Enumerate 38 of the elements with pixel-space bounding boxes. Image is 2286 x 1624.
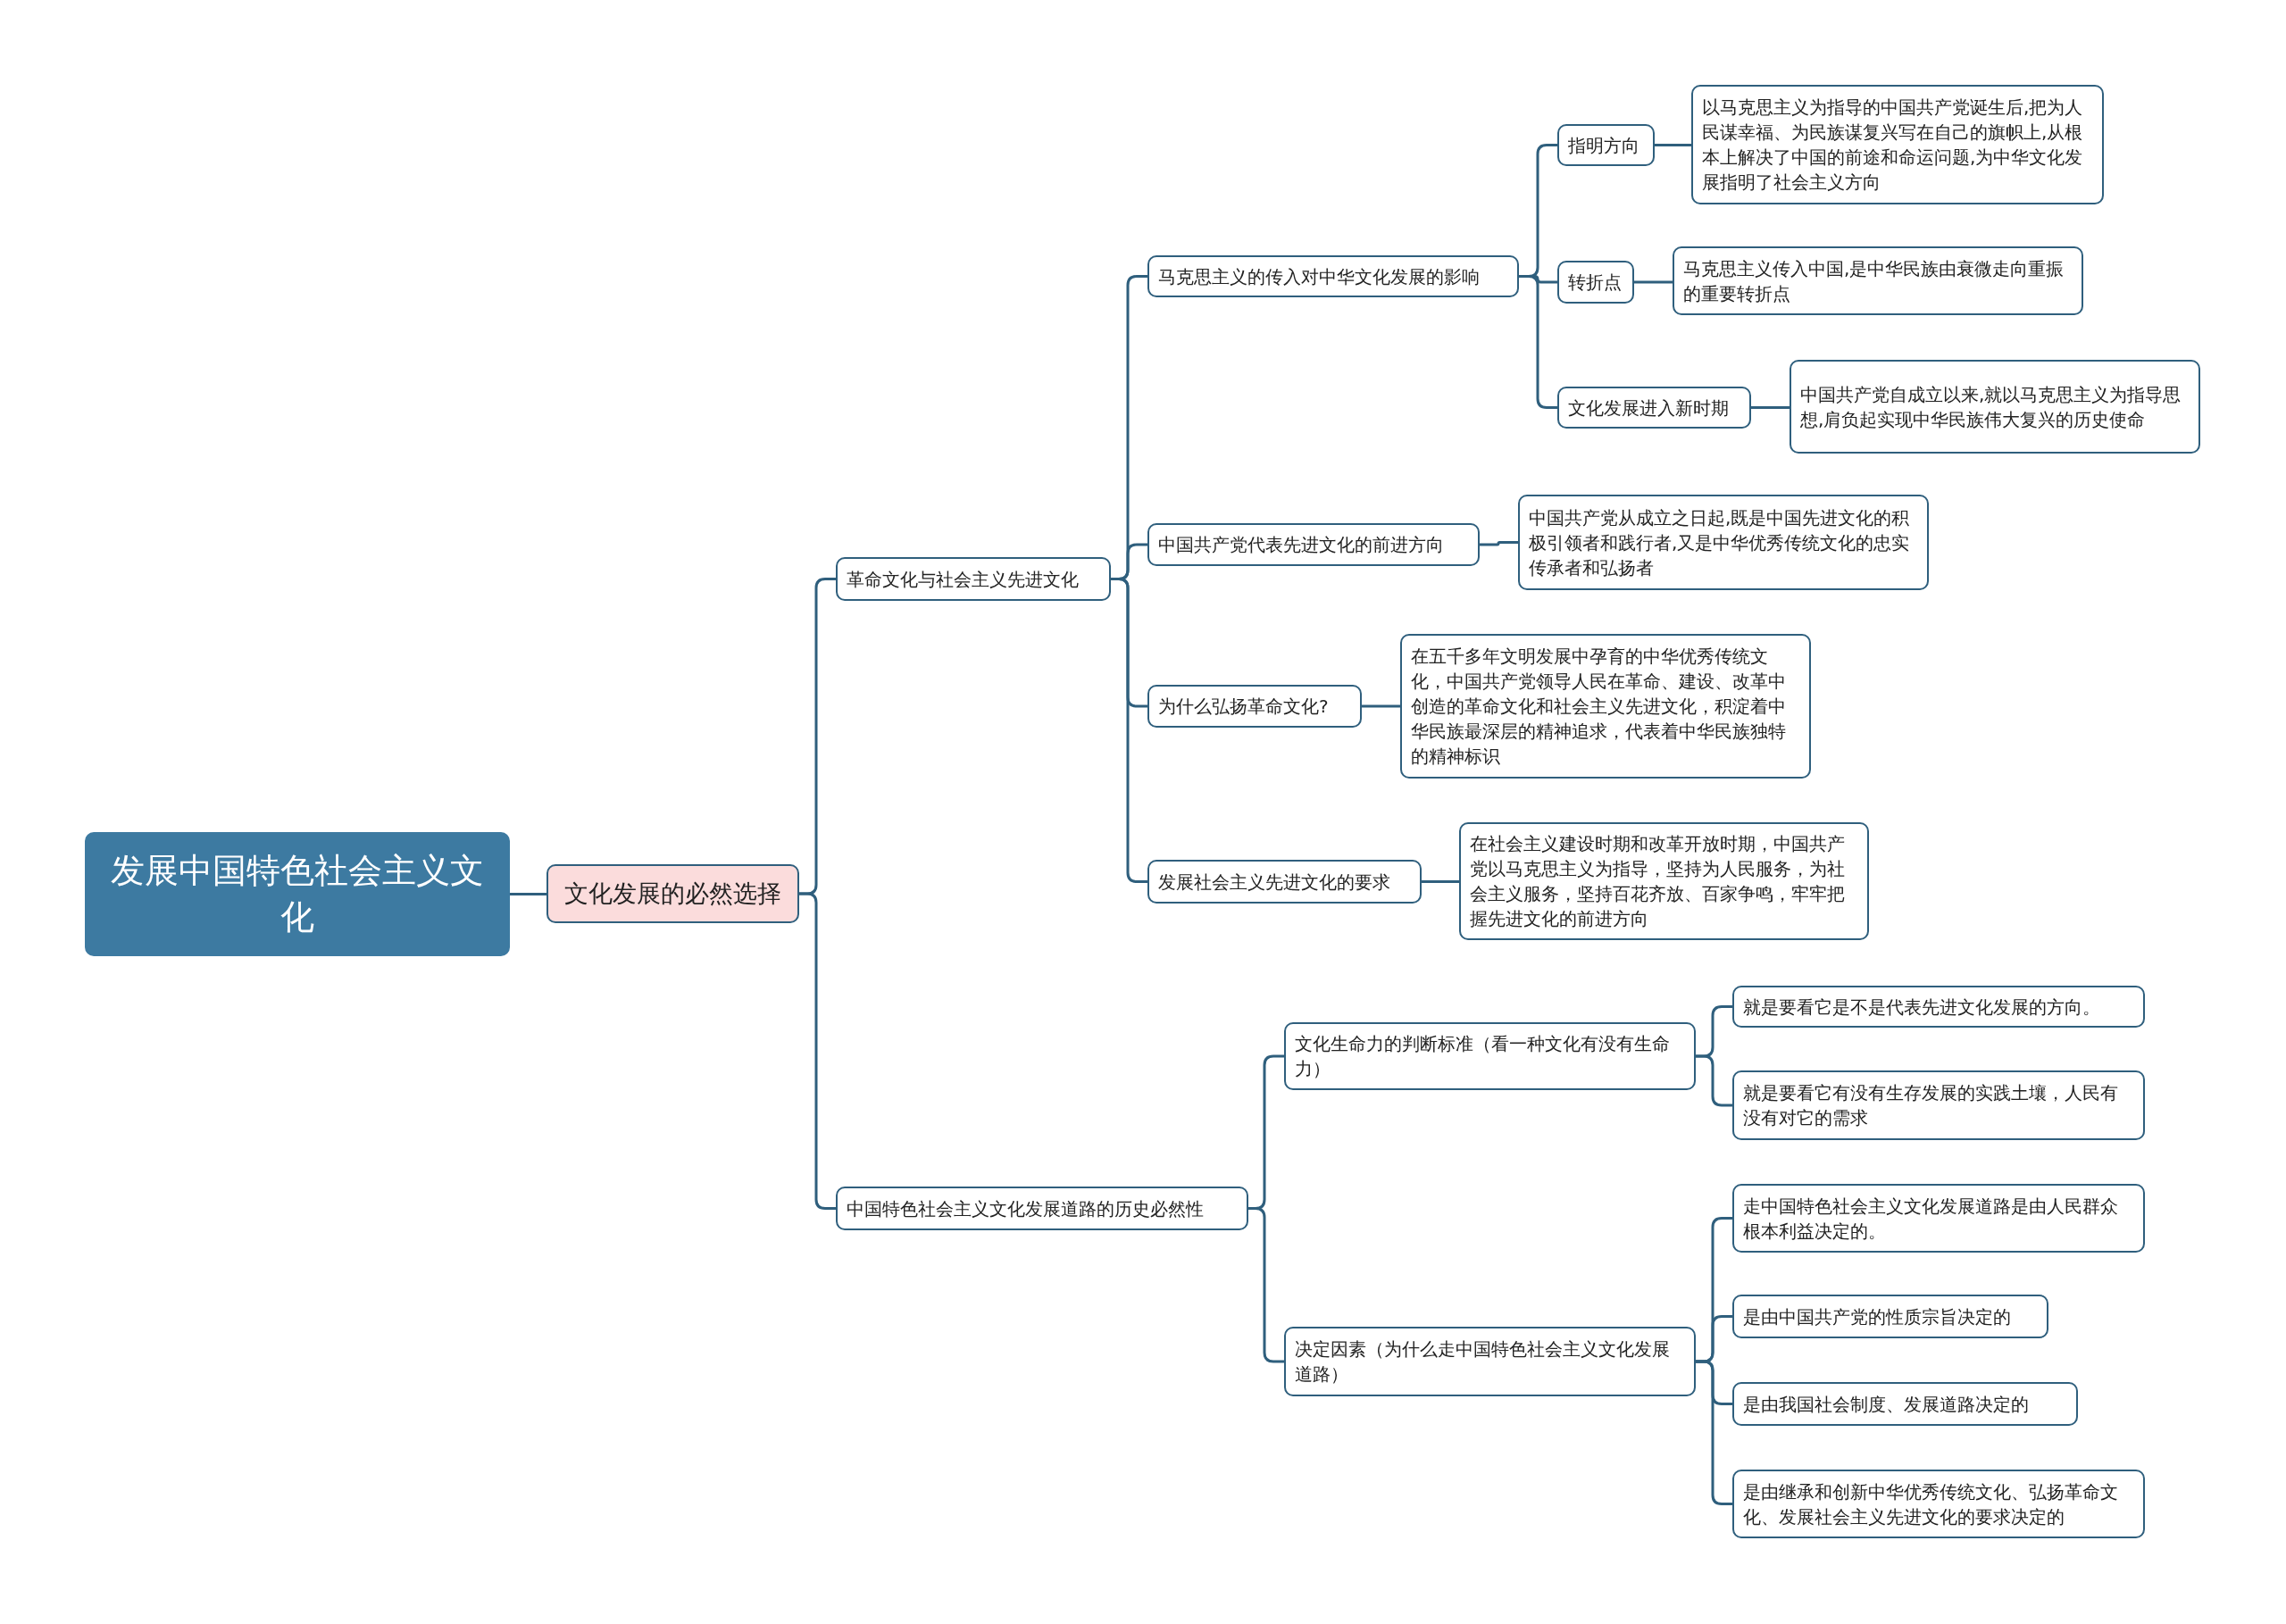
connector — [1362, 704, 1400, 708]
connector — [1111, 578, 1147, 883]
topic-box: 是由继承和创新中华优秀传统文化、弘扬革命文化、发展社会主义先进文化的要求决定的 — [1732, 1470, 2145, 1538]
connector — [1480, 541, 1518, 546]
connector — [1519, 275, 1557, 409]
connector — [1751, 406, 1790, 409]
topic-box: 革命文化与社会主义先进文化 — [836, 557, 1111, 601]
topic-box: 在社会主义建设时期和改革开放时期，中国共产党以马克思主义为指导，坚持为人民服务，为社会主义服务，坚持百花齐放、百家争鸣，牢牢把握先进文化的前进方向 — [1459, 822, 1869, 940]
connector — [1634, 280, 1673, 284]
topic-box: 就是要看它有没有生存发展的实践土壤，人民有没有对它的需求 — [1732, 1070, 2145, 1140]
topic-box: 文化发展进入新时期 — [1557, 387, 1751, 429]
topic-box: 文化发展的必然选择 — [546, 864, 799, 923]
connector — [1655, 144, 1691, 146]
topic-box: 决定因素（为什么走中国特色社会主义文化发展道路） — [1284, 1327, 1696, 1396]
connector — [1696, 1054, 1732, 1107]
topic-box: 中国特色社会主义文化发展道路的历史必然性 — [836, 1187, 1248, 1230]
topic-box: 中国共产党代表先进文化的前进方向 — [1147, 523, 1480, 566]
topic-box: 走中国特色社会主义文化发展道路是由人民群众根本利益决定的。 — [1732, 1184, 2145, 1253]
topic-box: 马克思主义的传入对中华文化发展的影响 — [1147, 255, 1519, 297]
topic-box: 是由中国共产党的性质宗旨决定的 — [1732, 1295, 2048, 1338]
connector — [1422, 880, 1459, 883]
topic-box: 转折点 — [1557, 261, 1634, 304]
root-topic-box: 发展中国特色社会主义文化 — [85, 832, 510, 956]
topic-box: 在五千多年文明发展中孕育的中华优秀传统文化，中国共产党领导人民在革命、建设、改革中创造的革命文化和社会主义先进文化，积淀着中华民族最深层的精神追求，代表着中华民族独特的精神标识 — [1400, 634, 1811, 779]
topic-box: 就是要看它是不是代表先进文化发展的方向。 — [1732, 986, 2145, 1028]
topic-box: 发展社会主义先进文化的要求 — [1147, 860, 1422, 904]
connector — [799, 892, 836, 1210]
topic-box: 为什么弘扬革命文化? — [1147, 685, 1362, 728]
topic-box: 以马克思主义为指导的中国共产党诞生后,把为人民谋幸福、为民族谋复兴写在自己的旗帜上,从根本上解决了中国的前途和命运问题,为中华文化发展指明了社会主义方向 — [1691, 85, 2104, 204]
connector — [510, 893, 546, 895]
topic-box: 指明方向 — [1557, 124, 1655, 166]
topic-box: 马克思主义传入中国,是中华民族由衰微走向重振的重要转折点 — [1673, 246, 2083, 315]
topic-box: 文化生命力的判断标准（看一种文化有没有生命力） — [1284, 1022, 1696, 1090]
connector — [1248, 1207, 1284, 1363]
topic-box: 中国共产党从成立之日起,既是中国先进文化的积极引领者和践行者,又是中华优秀传统文化的忠实传承者和弘扬者 — [1518, 495, 1929, 590]
connector — [1696, 1360, 1732, 1505]
topic-box: 是由我国社会制度、发展道路决定的 — [1732, 1382, 2078, 1426]
topic-box: 中国共产党自成立以来,就以马克思主义为指导思想,肩负起实现中华民族伟大复兴的历史使命 — [1790, 360, 2200, 454]
